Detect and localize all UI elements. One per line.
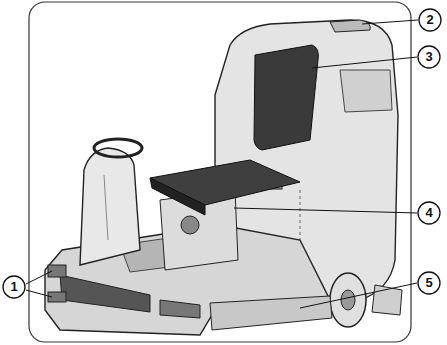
beacon-light (330, 20, 370, 32)
wheel-hub (341, 290, 355, 310)
callout-circle: 5 (417, 271, 441, 295)
front-light (48, 265, 66, 277)
steering-wheel (94, 139, 142, 157)
callout-number: 5 (417, 271, 441, 295)
callout-number: 1 (2, 275, 26, 299)
frame-border (29, 2, 411, 342)
leader-line (234, 208, 417, 213)
callout-number: 2 (418, 8, 442, 32)
front-light (160, 300, 200, 318)
leader-line (26, 290, 52, 297)
seat-back (254, 45, 318, 150)
side-skirt (210, 296, 332, 330)
leader-line (312, 57, 417, 68)
column-line (104, 175, 108, 240)
leader-line (362, 20, 418, 24)
leader-line (26, 271, 52, 284)
callout-circle: 3 (417, 45, 441, 69)
callout-circle: 1 (2, 275, 26, 299)
callout-circle: 2 (418, 8, 442, 32)
key-switch (181, 216, 199, 234)
rear-panel (340, 70, 392, 112)
callout-number: 3 (417, 45, 441, 69)
seat-edge (150, 178, 205, 215)
leader-line (300, 283, 417, 308)
callout-circle: 4 (417, 201, 441, 225)
front-grille (60, 275, 150, 312)
steering-column (80, 148, 140, 265)
callout-number: 4 (417, 201, 441, 225)
